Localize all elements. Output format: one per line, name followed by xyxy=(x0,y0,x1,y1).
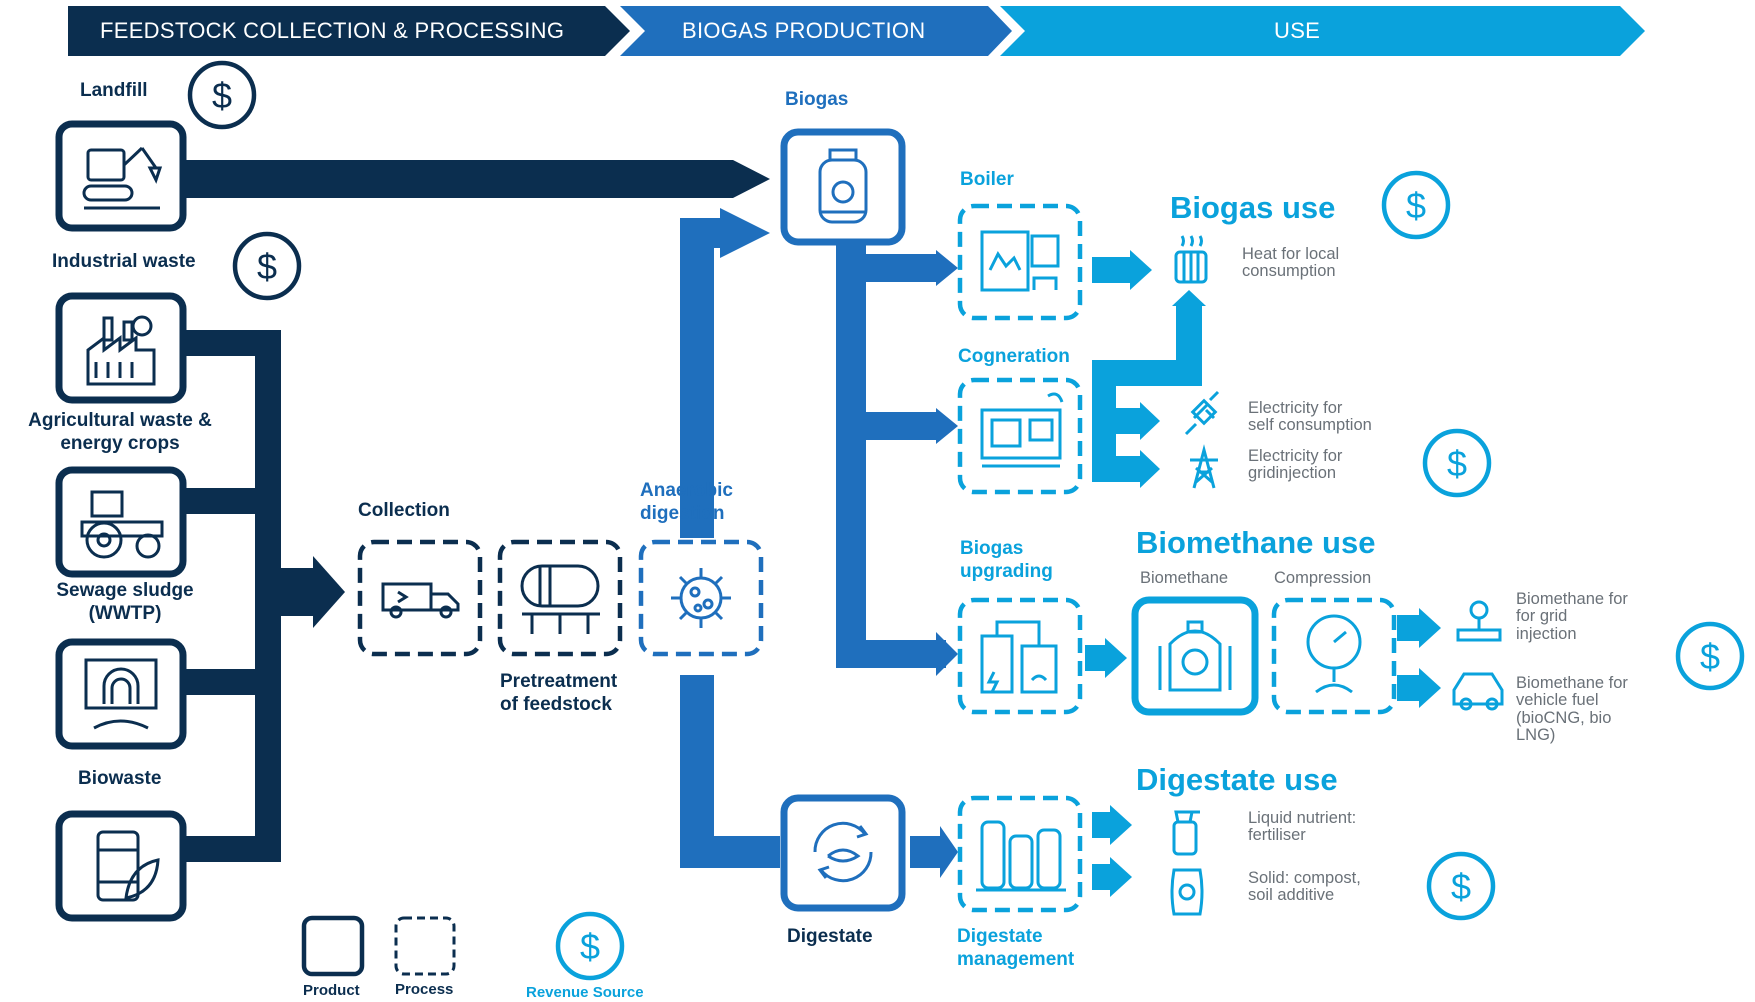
spray-bottle-icon xyxy=(1172,810,1200,856)
text-biomethane-grid: Biomethane for for grid injection xyxy=(1516,590,1628,643)
text-heat-local: Heat for local consumption xyxy=(1242,245,1340,281)
biogas-use-title: Biogas use xyxy=(1170,190,1336,225)
truck-icon xyxy=(381,582,460,619)
process-box-boiler xyxy=(957,203,1083,321)
label-boiler: Boiler xyxy=(960,169,1014,190)
label-biomethane: Biomethane xyxy=(1140,569,1229,587)
biomethane-tank-icon xyxy=(1158,620,1232,692)
digestate-use-title: Digestate use xyxy=(1136,762,1338,797)
revenue-symbol: $ xyxy=(257,246,277,287)
label-sewage: Sewage sludge (WWTP) xyxy=(56,580,194,624)
label-landfill: Landfill xyxy=(80,80,148,101)
production-flow-blue xyxy=(680,208,958,878)
label-biowaste: Biowaste xyxy=(78,768,162,789)
sewage-pipe-icon xyxy=(84,658,158,730)
car-icon xyxy=(1452,672,1504,711)
legend-revenue-label: Revenue Source xyxy=(526,984,644,1001)
product-box-digestate xyxy=(780,794,906,912)
grid-valve-icon xyxy=(1456,600,1502,642)
revenue-symbol: $ xyxy=(1447,443,1467,484)
feedstock-flow-navy xyxy=(183,160,770,862)
banner-stage3-label: USE xyxy=(1274,18,1321,43)
text-biomethane-fuel: Biomethane for vehicle fuel (bioCNG, bio… xyxy=(1516,674,1628,744)
process-box-cogeneration xyxy=(957,377,1083,495)
product-box-biomethane xyxy=(1131,596,1259,716)
revenue-symbol: $ xyxy=(1451,866,1471,907)
product-box-sewage xyxy=(55,638,187,750)
radiator-icon xyxy=(1174,235,1208,284)
banner-stage1-label: FEEDSTOCK COLLECTION & PROCESSING xyxy=(100,18,565,43)
label-anaerobic-digestion: Anaerobic digestion xyxy=(640,480,733,524)
digestate-tanks-icon xyxy=(976,820,1066,892)
label-digestate-management: Digestate management xyxy=(957,926,1075,970)
microbe-icon xyxy=(671,568,731,628)
use-flow-cyan xyxy=(1085,250,1441,897)
label-digestate: Digestate xyxy=(787,926,873,947)
legend-product-label: Product xyxy=(303,982,360,999)
revenue-symbol: $ xyxy=(580,926,600,967)
text-solid-compost: Solid: compost, soil additive xyxy=(1248,869,1361,905)
plug-icon xyxy=(1184,390,1220,436)
product-box-agricultural xyxy=(55,466,187,578)
label-collection: Collection xyxy=(358,500,450,521)
product-box-industrial xyxy=(55,292,187,404)
text-liquid-nutrient: Liquid nutrient: fertiliser xyxy=(1248,809,1357,845)
upgrading-plant-icon xyxy=(980,620,1058,694)
legend-product-swatch xyxy=(301,915,365,977)
banner-stage-production xyxy=(620,6,1012,56)
process-box-pretreatment xyxy=(497,539,623,657)
process-box-upgrading xyxy=(957,597,1083,715)
banner-stage-feedstock xyxy=(68,6,630,56)
factory-icon xyxy=(86,315,156,386)
process-box-digestate-management xyxy=(957,795,1083,913)
product-box-biowaste xyxy=(55,810,187,922)
process-box-collection xyxy=(357,539,483,657)
revenue-symbol: $ xyxy=(1700,636,1720,677)
label-pretreatment: Pretreatment of feedstock xyxy=(500,671,618,715)
banner-stage-use xyxy=(1000,6,1645,56)
excavator-icon xyxy=(82,146,163,210)
text-electricity-grid: Electricity for gridinjection xyxy=(1248,447,1343,483)
power-pylon-icon xyxy=(1190,444,1218,489)
legend-process-label: Process xyxy=(395,981,454,998)
label-agricultural: Agricultural waste & energy crops xyxy=(28,410,212,454)
fertilizer-bag-icon xyxy=(1170,868,1204,916)
banner-stage2-label: BIOGAS PRODUCTION xyxy=(682,18,926,43)
process-box-anaerobic-digestion xyxy=(638,539,764,657)
label-biogas-upgrading: Biogas upgrading xyxy=(960,538,1053,582)
label-biogas: Biogas xyxy=(785,89,849,110)
process-box-compression xyxy=(1271,597,1397,715)
tractor-icon xyxy=(80,490,164,559)
generator-icon xyxy=(980,392,1064,468)
revenue-symbol: $ xyxy=(212,75,232,116)
text-electricity-self: Electricity for self consumption xyxy=(1248,399,1372,435)
legend xyxy=(301,914,622,978)
storage-tank-icon xyxy=(520,564,600,634)
recycle-cycle-icon xyxy=(813,821,873,883)
product-box-biogas xyxy=(780,128,906,246)
label-cogeneration: Cogneration xyxy=(958,346,1070,367)
label-compression: Compression xyxy=(1274,569,1372,587)
pressure-gauge-icon xyxy=(1306,614,1362,694)
label-industrial-waste: Industrial waste xyxy=(52,251,196,272)
biomethane-use-title: Biomethane use xyxy=(1136,525,1376,560)
gas-cylinder-icon xyxy=(818,148,868,224)
revenue-symbol: $ xyxy=(1406,185,1426,226)
barrel-leaf-icon xyxy=(96,830,160,902)
legend-process-swatch xyxy=(394,916,456,976)
boiler-icon xyxy=(980,230,1060,292)
product-box-landfill xyxy=(55,120,187,232)
